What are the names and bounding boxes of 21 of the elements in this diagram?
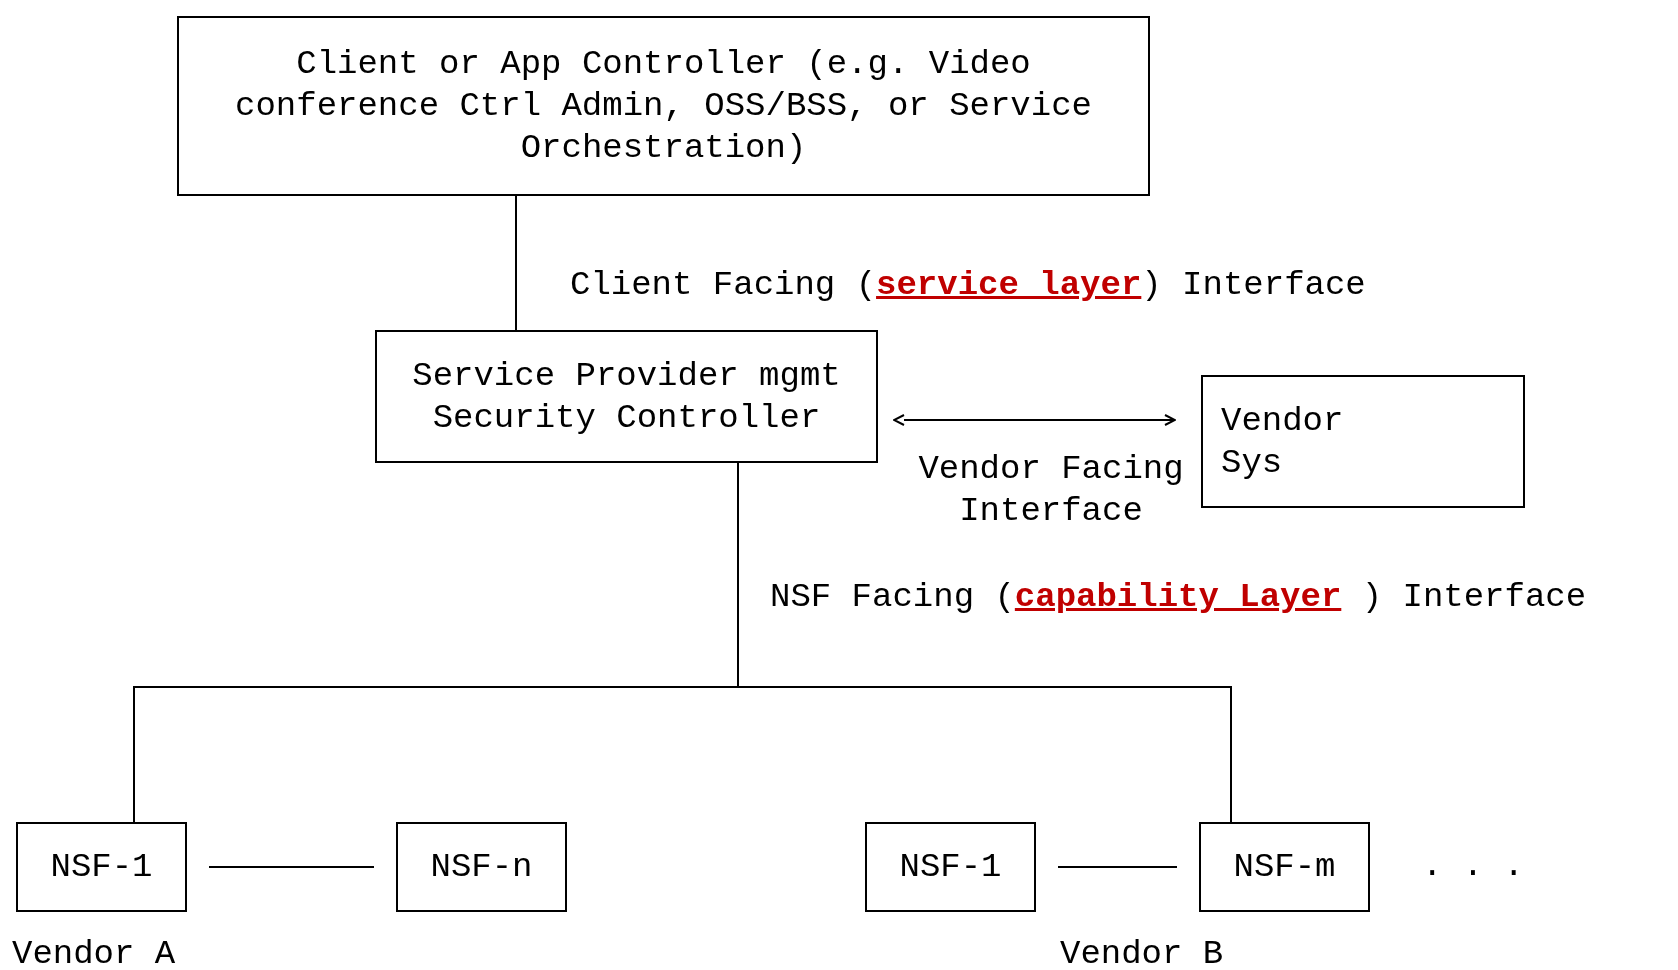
- process-box: [396, 822, 567, 912]
- box-label: Service Provider mgmt Security Controller: [411, 355, 842, 439]
- box-label: NSF-1: [50, 847, 153, 888]
- box-label: NSF-1: [899, 847, 1002, 888]
- node-label: Vendor A: [12, 934, 176, 970]
- arrow: [893, 414, 1176, 426]
- process-box: [375, 330, 878, 463]
- box-label: NSF-n: [430, 847, 533, 888]
- connector-line: [208, 866, 375, 868]
- box-label: Client or App Controller (e.g. Video conference Ctrl Admin, OSS/BSS, or Service Orchestration): [234, 44, 1093, 169]
- process-box: [16, 822, 187, 912]
- process-box: [1201, 375, 1525, 508]
- continuation-dots: . . .: [1422, 846, 1525, 886]
- connector-line: [515, 195, 517, 331]
- box-label: Vendor Sys: [1221, 400, 1345, 484]
- node-label: Vendor B: [1060, 934, 1224, 970]
- process-box: [865, 822, 1036, 912]
- box-label: NSF-m: [1233, 847, 1336, 888]
- process-box: [177, 16, 1150, 196]
- process-box: [1199, 822, 1370, 912]
- connector-line: [1057, 866, 1178, 868]
